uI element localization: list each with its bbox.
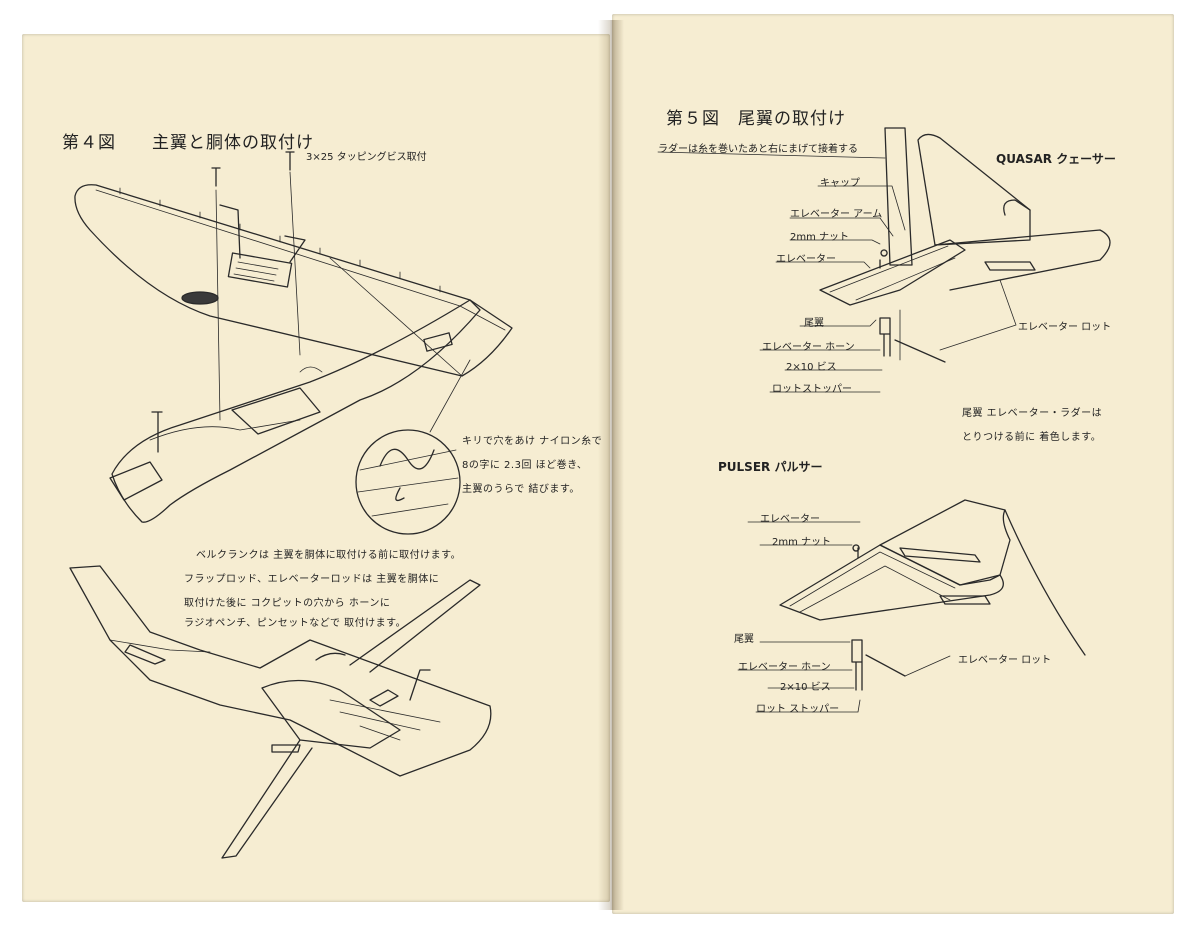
thread-note-line: 主翼のうらで 結びます。: [462, 484, 580, 495]
screw-drawings: [211, 151, 301, 421]
pulser-label-screw: 2×10 ビス: [780, 682, 831, 693]
thread-note-line: 8の字に 2.3回 ほど巻き、: [462, 460, 588, 471]
quasar-brand-label: QUASAR クェーサー: [996, 152, 1116, 166]
thread-note-line: キリで穴をあけ ナイロン糸で: [462, 436, 603, 447]
quasar-label-nut: 2mm ナット: [790, 232, 850, 243]
paint-note-line: とりつける前に 着色します。: [962, 432, 1102, 443]
quasar-label-elevator: エレベーター: [776, 254, 836, 265]
left-page: [22, 34, 610, 902]
pulser-label-elevator-rod: エレベーター ロット: [958, 655, 1052, 666]
pulser-leader-lines: [737, 521, 951, 713]
figure-5-title: 第５図 尾翼の取付け: [666, 109, 846, 129]
bellcrank-note-line: フラップロッド、エレベーターロッドは 主翼を胴体に: [184, 574, 440, 585]
figure-4-title: 第４図 主翼と胴体の取付け: [62, 133, 314, 153]
fuselage-drawing: [109, 299, 481, 523]
pulser-label-tail-wing: 尾翼: [734, 634, 754, 645]
pulser-brand-label: PULSER パルサー: [718, 460, 823, 474]
pulser-label-elevator: エレベーター: [760, 514, 820, 525]
quasar-label-elevator-arm: エレベーター アーム: [790, 209, 883, 220]
quasar-label-screw: 2×10 ビス: [786, 362, 837, 373]
quasar-leader-lines: [657, 151, 1017, 393]
screw-callout: 3×25 タッピングビス取付: [306, 152, 427, 163]
pulser-label-nut: 2mm ナット: [772, 537, 832, 548]
pulser-label-rod-stopper: ロット ストッパー: [756, 704, 840, 715]
detail-magnifier: [355, 359, 471, 535]
quasar-label-rod-stopper: ロットストッパー: [772, 384, 852, 395]
main-wing-drawing: [74, 184, 513, 377]
paint-note-line: 尾翼 エレベーター・ラダーは: [962, 408, 1103, 419]
rudder-note: ラダーは糸を巻いたあと右にまげて接着する: [658, 144, 858, 155]
bellcrank-note-line: ラジオペンチ、ピンセットなどで 取付けます。: [184, 618, 407, 629]
pulser-label-elevator-horn: エレベーター ホーン: [738, 662, 831, 673]
quasar-label-tail-wing: 尾翼: [804, 318, 824, 329]
quasar-tail-drawing: [819, 127, 1111, 363]
quasar-label-elevator-rod: エレベーター ロット: [1018, 322, 1112, 333]
right-page: [612, 14, 1174, 914]
pulser-tail-drawing: [779, 499, 1086, 691]
airplane-cutaway-drawing: [69, 565, 492, 859]
quasar-label-cap: キャップ: [820, 178, 860, 189]
quasar-label-elevator-horn: エレベーター ホーン: [762, 342, 855, 353]
bellcrank-note-line: ベルクランクは 主翼を胴体に取付ける前に取付けます。: [196, 550, 462, 561]
bellcrank-note-line: 取付けた後に コクピットの穴から ホーンに: [184, 598, 391, 609]
book-spine: [598, 20, 624, 910]
